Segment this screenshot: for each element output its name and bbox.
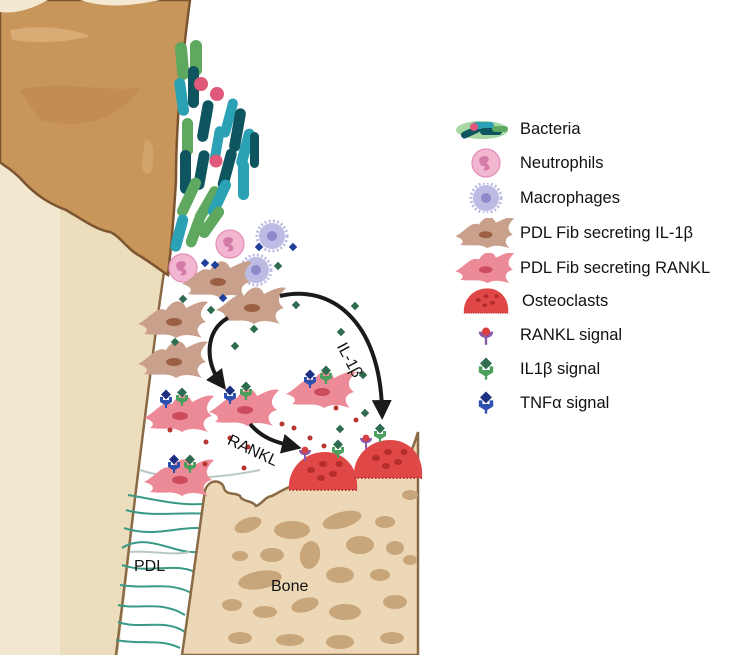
rankl-receptor-icon [478, 327, 494, 345]
tooth-root-outline [114, 229, 172, 655]
legend-label: Osteoclasts [522, 292, 609, 310]
legend-label: Bacteria [520, 120, 581, 138]
legend-item-tnfa-signal: TNFα signal [452, 388, 748, 418]
osteoclast [287, 451, 359, 491]
fibroblast-il1b-icon [455, 218, 515, 248]
tnfa-receptor-icon [478, 391, 494, 414]
macrophage-icon [469, 183, 503, 213]
rankl-arrow [248, 422, 302, 454]
legend-label: IL1β signal [520, 360, 601, 378]
tooth-crown [0, 0, 192, 278]
legend-item-il1b-signal: IL1β signal [452, 354, 748, 384]
il1b-arrow [279, 291, 392, 420]
legend-item-bacteria: Bacteria [452, 114, 748, 144]
legend-item-macrophages: Macrophages [452, 183, 748, 213]
tnfa-molecules [200, 242, 298, 303]
legend-item-fib-il1b: PDL Fib secreting IL-1β [452, 218, 748, 248]
pdl-label: PDL [134, 558, 166, 575]
legend-label: Neutrophils [520, 154, 604, 172]
legend-label: PDL Fib secreting IL-1β [520, 224, 694, 242]
bacteria-cluster [170, 40, 259, 252]
il1b-receptor-icon [478, 357, 494, 380]
bone-label: Bone [271, 578, 309, 595]
autocrine-arrow [206, 316, 230, 391]
legend-item-neutrophils: Neutrophils [452, 148, 748, 178]
legend-label: Macrophages [520, 189, 620, 207]
bone-lacunae [222, 490, 418, 649]
legend-label: PDL Fib secreting RANKL [520, 259, 711, 277]
bacteria-icon [456, 121, 508, 139]
osteoclast-icon [463, 287, 509, 314]
legend-item-osteoclasts: Osteoclasts [452, 286, 748, 316]
pdl-fibers [115, 469, 261, 649]
fibroblast-rankl-icon [455, 253, 515, 283]
osteoclast [352, 439, 424, 479]
neutrophil [215, 229, 245, 259]
rankl-molecules [167, 405, 359, 471]
legend-label: RANKL signal [520, 326, 623, 344]
legend-item-rankl-signal: RANKL signal [452, 320, 748, 350]
il1b-molecules [170, 261, 370, 434]
legend-label: TNFα signal [520, 394, 610, 412]
legend-item-fib-rankl: PDL Fib secreting RANKL [452, 253, 748, 283]
neutrophil-icon [471, 148, 501, 178]
